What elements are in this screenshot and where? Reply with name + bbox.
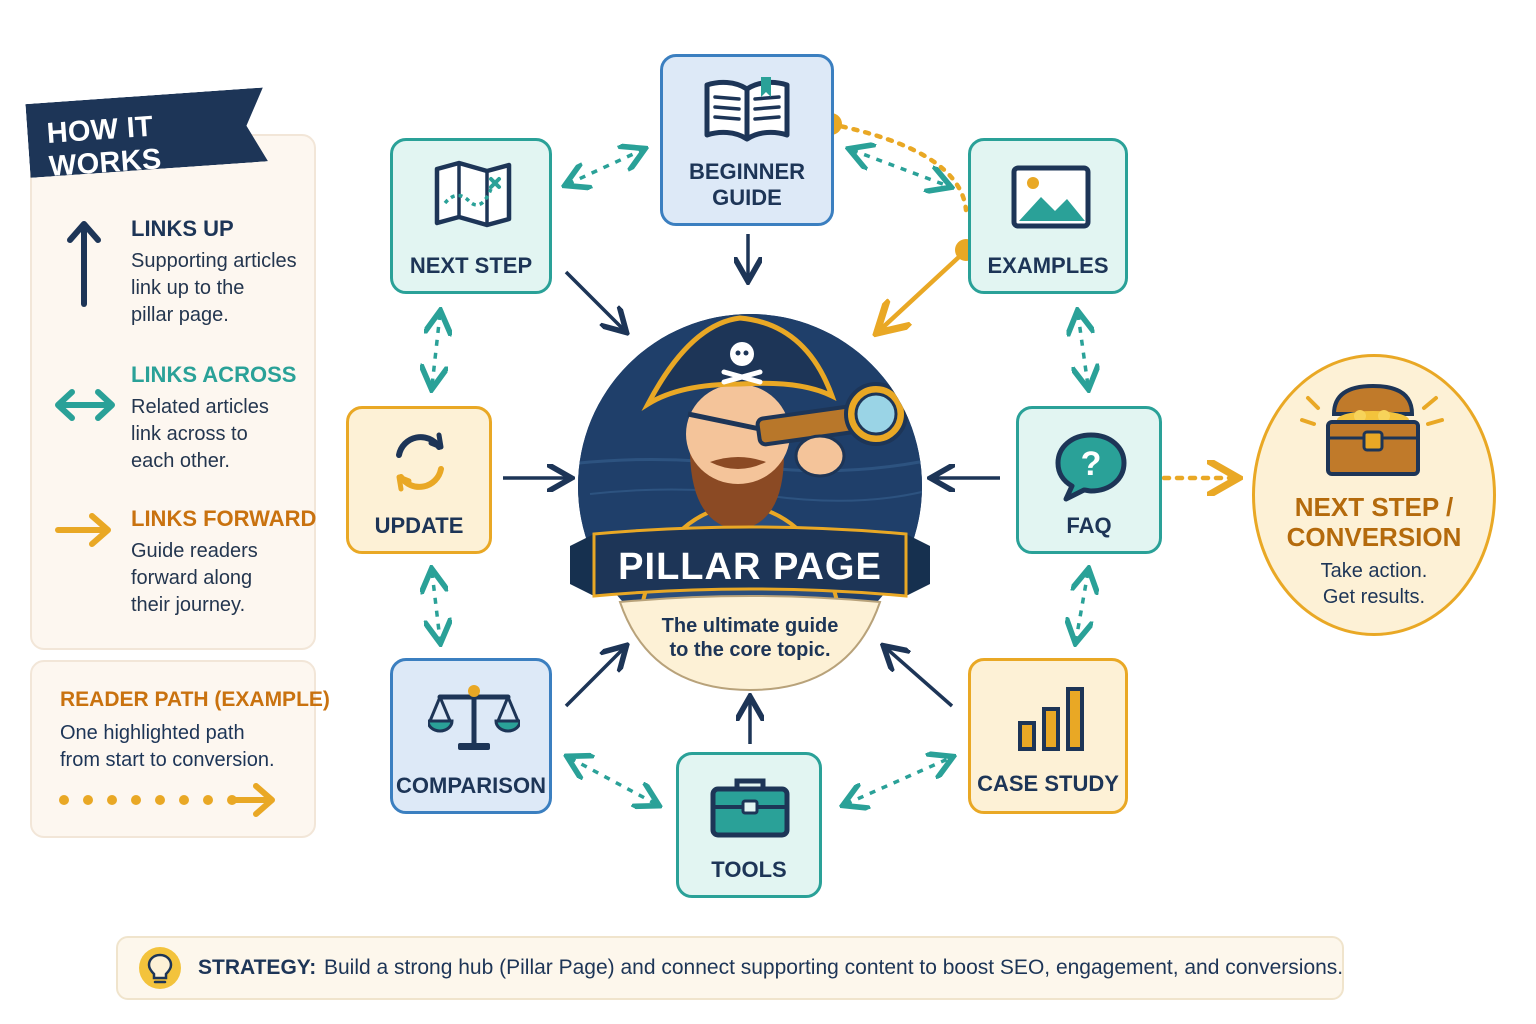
reader-path-title: READER PATH (EXAMPLE) bbox=[60, 688, 330, 711]
node-tools-label: TOOLS bbox=[711, 857, 787, 882]
link-across-7 bbox=[570, 758, 656, 804]
treasure-chest-icon bbox=[1300, 383, 1444, 476]
arrow-left-right-icon bbox=[55, 389, 115, 421]
svg-text:?: ? bbox=[1081, 445, 1102, 483]
node-faq[interactable]: ? FAQ bbox=[1016, 406, 1162, 554]
node-tools[interactable]: TOOLS bbox=[676, 752, 822, 898]
legend-panel bbox=[30, 134, 316, 650]
link-across-4 bbox=[1078, 314, 1088, 386]
link-across-1 bbox=[568, 150, 642, 184]
strategy-text: Build a strong hub (Pillar Page) and con… bbox=[324, 956, 1344, 979]
toolbox-icon bbox=[710, 778, 790, 838]
link-across-3 bbox=[432, 314, 440, 386]
legend-links-up-title: LINKS UP bbox=[131, 216, 234, 241]
link-across-2 bbox=[852, 150, 948, 186]
question-bubble-icon: ? bbox=[1055, 432, 1127, 502]
node-update[interactable]: UPDATE bbox=[346, 406, 492, 554]
strategy-bar bbox=[116, 936, 1344, 1000]
link-across-8 bbox=[846, 758, 950, 804]
legend-links-forward-title: LINKS FORWARD bbox=[131, 506, 317, 531]
pillar-hub bbox=[570, 314, 930, 692]
strategy-label: STRATEGY: bbox=[198, 956, 317, 979]
refresh-icon bbox=[396, 432, 444, 492]
lightbulb-icon bbox=[139, 947, 181, 989]
node-comparison[interactable]: COMPARISON bbox=[390, 658, 552, 814]
spyglass-icon bbox=[755, 382, 908, 447]
reader-path-panel bbox=[30, 660, 316, 838]
image-icon bbox=[1011, 165, 1091, 229]
reader-path-dotted bbox=[827, 121, 969, 213]
scales-icon bbox=[428, 685, 520, 750]
conversion-title: NEXT STEP /CONVERSION bbox=[1286, 492, 1462, 552]
node-examples-label: EXAMPLES bbox=[987, 253, 1109, 278]
link-forward-examples bbox=[880, 254, 962, 330]
link-across-6 bbox=[1076, 572, 1088, 640]
link-up-next-step bbox=[564, 270, 624, 330]
legend-links-across-title: LINKS ACROSS bbox=[131, 362, 297, 387]
node-beginner-guide-label-1: BEGINNER bbox=[688, 159, 806, 184]
treasure-map-icon bbox=[434, 160, 512, 228]
node-next-step-label: NEXT STEP bbox=[409, 253, 533, 278]
dotted-arrow-icon bbox=[59, 783, 275, 817]
arrow-right-icon bbox=[55, 513, 111, 547]
arrow-up-icon bbox=[67, 221, 101, 307]
pirate-face bbox=[686, 384, 790, 484]
link-across-5 bbox=[432, 572, 440, 640]
pillar-subtitle-scroll bbox=[618, 595, 882, 692]
node-beginner-guide-label-2: GUIDE bbox=[712, 185, 782, 210]
node-examples[interactable]: EXAMPLES bbox=[968, 138, 1128, 294]
node-comparison-label: COMPARISON bbox=[396, 773, 546, 798]
node-case-study-label: CASE STUDY bbox=[977, 771, 1119, 796]
node-update-label: UPDATE bbox=[374, 513, 464, 538]
node-faq-label: FAQ bbox=[1066, 513, 1112, 538]
bar-chart-icon bbox=[1018, 687, 1084, 751]
link-up-comparison bbox=[564, 648, 624, 708]
node-next-step[interactable]: NEXT STEP bbox=[390, 138, 552, 294]
node-beginner-guide[interactable]: BEGINNER GUIDE bbox=[660, 54, 834, 226]
node-case-study[interactable]: CASE STUDY bbox=[968, 658, 1128, 814]
link-up-case-study bbox=[886, 648, 954, 708]
pillar-title: PILLAR PAGE bbox=[618, 546, 882, 588]
conversion-subtitle: Take action.Get results. bbox=[1320, 560, 1428, 608]
open-book-icon bbox=[704, 77, 790, 142]
